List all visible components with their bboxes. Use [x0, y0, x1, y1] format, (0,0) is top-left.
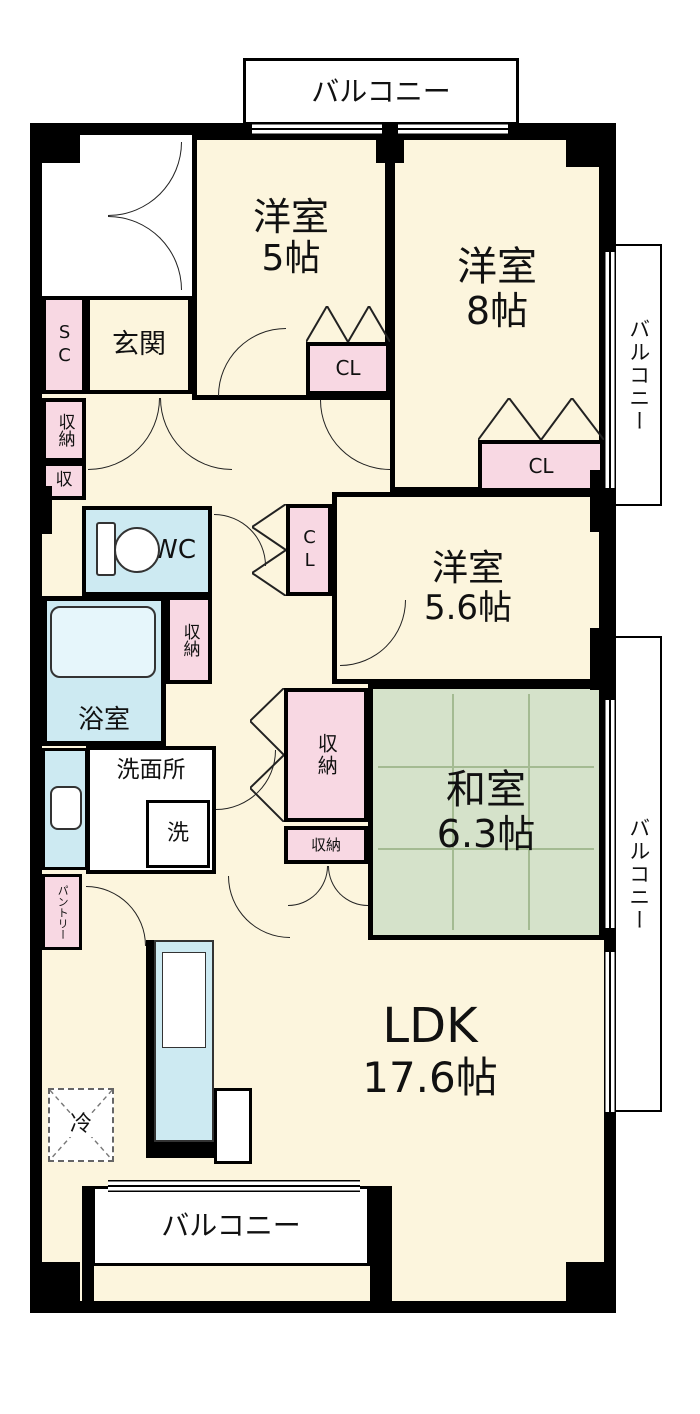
bathtub-icon	[50, 606, 156, 678]
room-western8-name: 洋室	[457, 243, 537, 290]
storage-hall-upper-label: 収納	[54, 413, 75, 447]
balcony-top: バルコニー	[243, 58, 519, 125]
window	[604, 252, 616, 488]
closet-west5-label: CL	[335, 356, 361, 381]
window	[398, 123, 508, 135]
room-japanese-name: 和室	[446, 767, 526, 814]
window	[604, 700, 616, 928]
closet-west5: CL	[306, 342, 390, 395]
washer-label: 洗	[166, 820, 189, 846]
room-ldk-name: LDK	[382, 998, 478, 1054]
pillar	[590, 628, 616, 690]
room-ldk-label-group: LDK 17.6帖	[300, 998, 560, 1102]
pillar	[82, 1186, 94, 1304]
closet-hall: CL	[286, 504, 332, 596]
storage-center: 収納	[284, 688, 368, 822]
pillar	[30, 486, 52, 534]
storage-center-small-label: 収納	[310, 835, 341, 854]
folding-door-icon	[478, 398, 604, 440]
fridge-label: 冷	[67, 1111, 94, 1138]
balcony-right-lower: バルコニー	[616, 636, 662, 1112]
kitchen-wall-stub	[154, 1142, 214, 1158]
pillar	[30, 1262, 80, 1313]
closet-west8-label: CL	[528, 453, 554, 478]
room-bathroom-label: 浴室	[77, 704, 130, 735]
storage-hall-lower-label: 収	[55, 470, 73, 491]
closet-hall-label: CL	[299, 527, 321, 573]
room-washroom-label: 洗面所	[116, 757, 186, 783]
room-japanese: 和室 6.3帖	[368, 684, 604, 940]
room-ldk-size: 17.6帖	[362, 1052, 498, 1102]
balcony-right-upper: バルコニー	[616, 244, 662, 506]
balcony-right-lower-label: バルコニー	[626, 816, 651, 932]
pillar	[566, 123, 616, 167]
kitchen-sink-icon	[162, 952, 206, 1048]
room-western8-size: 8帖	[465, 288, 529, 333]
balcony-bottom: バルコニー	[92, 1186, 370, 1266]
sink-icon	[50, 786, 82, 830]
storage-center-small: 収納	[284, 826, 368, 864]
room-western56-size: 5.6帖	[423, 588, 513, 629]
storage-hall-lower: 収	[42, 462, 86, 500]
room-western56: 洋室 5.6帖	[332, 492, 604, 684]
storage-corridor-label: 収納	[179, 623, 200, 657]
pillar	[370, 1186, 392, 1304]
toilet-tank-icon	[96, 522, 116, 576]
fridge-space: 冷	[48, 1088, 114, 1162]
folding-door-icon	[252, 504, 286, 596]
pantry: パントリー	[42, 874, 82, 950]
room-entrance-label: 玄関	[112, 328, 166, 360]
room-entrance: 玄関	[86, 296, 192, 394]
window	[604, 952, 616, 1112]
washer-space: 洗	[146, 800, 210, 868]
balcony-right-upper-label: バルコニー	[626, 317, 651, 433]
room-western5-size: 5帖	[261, 237, 321, 279]
balcony-bottom-label: バルコニー	[161, 1209, 301, 1243]
room-western5-name: 洋室	[252, 195, 329, 240]
shoe-closet-label: SC	[54, 322, 76, 368]
storage-center-label: 収納	[314, 733, 339, 777]
folding-door-icon	[306, 306, 390, 342]
kitchen-wall	[146, 940, 154, 1158]
toilet-bowl-icon	[114, 527, 160, 573]
shoe-closet: SC	[42, 296, 86, 394]
storage-hall-upper: 収納	[42, 398, 86, 462]
closet-west8: CL	[478, 440, 604, 492]
window	[108, 1180, 360, 1192]
room-western8: 洋室 8帖	[390, 135, 604, 492]
pillar	[30, 123, 80, 163]
storage-corridor: 収納	[166, 596, 212, 684]
tatami-grid	[378, 694, 594, 930]
balcony-top-label: バルコニー	[311, 74, 451, 108]
room-japanese-size: 6.3帖	[436, 812, 536, 857]
pillar	[566, 1262, 616, 1313]
folding-door-icon	[250, 688, 284, 822]
pantry-label: パントリー	[56, 884, 70, 940]
window	[252, 123, 382, 135]
room-western56-name: 洋室	[431, 547, 504, 589]
kitchen-return-counter	[214, 1088, 252, 1164]
